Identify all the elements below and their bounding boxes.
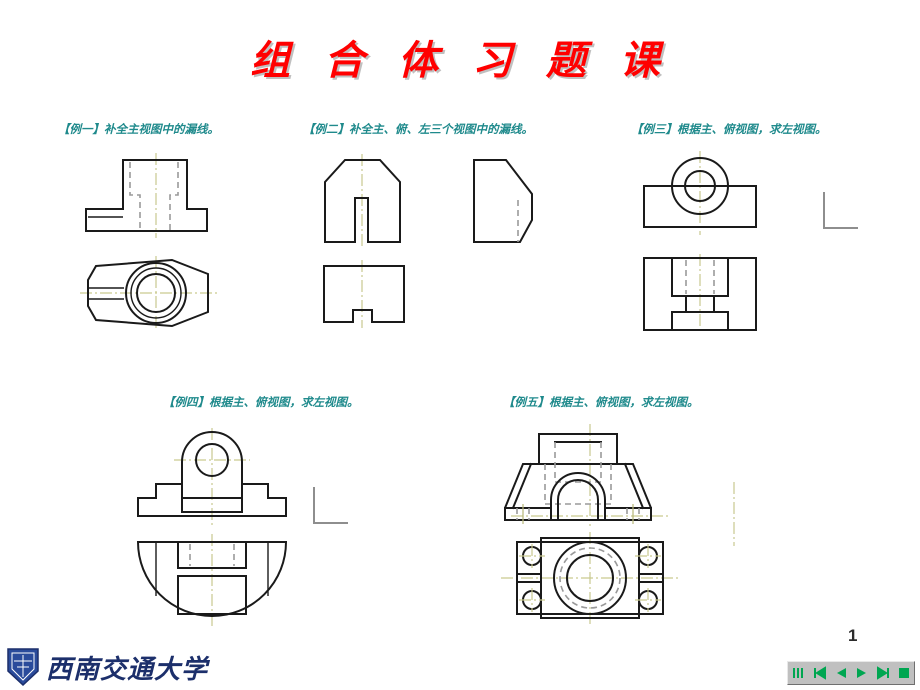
example-2-front-view <box>300 150 430 250</box>
previous-slide-button[interactable] <box>831 664 851 682</box>
shield-emblem-icon <box>7 648 39 687</box>
example-2-label: 【例二】补全主、俯、左三个视图中的漏线。 <box>303 121 533 137</box>
example-2-label-text: 【例二】补全主、俯、左三个视图中的漏线。 <box>303 122 533 136</box>
example-3-label-text: 【例三】根据主、俯视图，求左视图。 <box>631 122 827 136</box>
example-5-top-view <box>495 528 685 628</box>
stop-button[interactable] <box>894 664 914 682</box>
example-1-label-text: 【例一】补全主视图中的漏线。 <box>58 122 219 136</box>
last-slide-button[interactable] <box>873 664 893 682</box>
next-slide-button[interactable] <box>852 664 872 682</box>
example-4-label: 【例四】根据主、俯视图，求左视图。 <box>163 394 359 410</box>
example-5-side-view-placeholder <box>700 480 770 550</box>
example-3-label: 【例三】根据主、俯视图，求左视图。 <box>631 121 827 137</box>
page-title: 组 合 体 习 题 课 <box>250 38 670 84</box>
footer-logo: 西南交通大学 <box>6 645 208 689</box>
example-2-top-view <box>300 252 430 330</box>
university-name: 西南交通大学 <box>46 654 209 685</box>
example-4-side-view-placeholder <box>310 485 350 527</box>
example-4-top-view <box>130 528 330 628</box>
menu-icon[interactable] <box>789 664 809 682</box>
example-3-side-view-placeholder <box>820 190 860 232</box>
example-1-label: 【例一】补全主视图中的漏线。 <box>58 121 219 137</box>
example-1-front-view <box>60 150 260 250</box>
example-4-front-view <box>130 420 330 530</box>
page-number: 1 <box>848 626 858 645</box>
example-3-front-view <box>620 145 780 245</box>
first-slide-button[interactable] <box>810 664 830 682</box>
example-5-label: 【例五】根据主、俯视图，求左视图。 <box>503 394 699 410</box>
example-4-label-text: 【例四】根据主、俯视图，求左视图。 <box>163 395 359 409</box>
example-5-label-text: 【例五】根据主、俯视图，求左视图。 <box>503 395 699 409</box>
example-1-top-view <box>60 252 260 336</box>
example-2-side-view <box>460 150 550 250</box>
slideshow-navbar[interactable] <box>787 661 915 685</box>
example-3-top-view <box>620 252 780 336</box>
example-5-front-view <box>495 420 685 530</box>
